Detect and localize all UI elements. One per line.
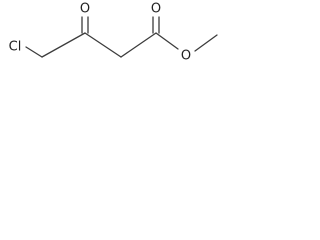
bond-ketone-carbon-ch2 xyxy=(84,32,122,58)
bond-ch2-ester-carbon xyxy=(120,32,157,58)
bond-ester-carbon-oxygen xyxy=(155,32,179,50)
ketone-oxygen-label: O xyxy=(80,2,90,17)
bond-oxygen-methyl xyxy=(194,34,218,52)
ester-ether-oxygen-label: O xyxy=(181,49,191,64)
chlorine-label: Cl xyxy=(9,40,22,55)
ester-carbonyl-oxygen-label: O xyxy=(151,2,161,17)
structural-formula: Cl O O O xyxy=(9,2,218,64)
bond-cl-ch2 xyxy=(25,46,43,58)
bond-ch2-ketone-carbon xyxy=(41,32,86,58)
